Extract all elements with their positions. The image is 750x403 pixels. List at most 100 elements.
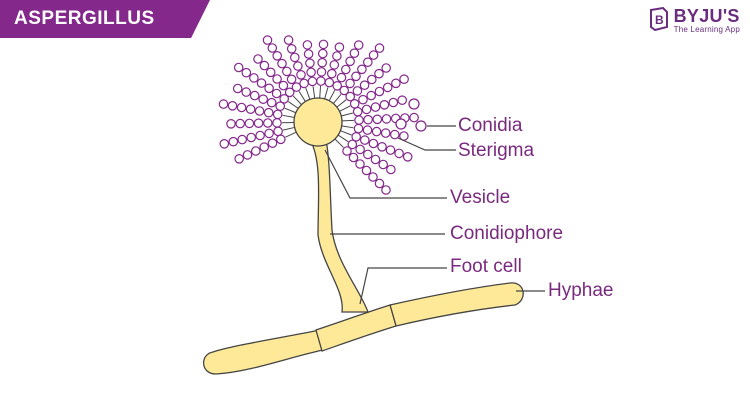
conidium [218,99,229,109]
conidium [391,78,401,89]
sterigma [341,125,354,129]
conidium [362,125,373,135]
sterigma [334,138,344,148]
conidium [242,150,253,160]
conidium [336,72,347,83]
sterigma [282,114,295,119]
conidium [254,106,265,116]
conidium [303,49,314,59]
conidium [351,132,361,142]
conidium [227,101,238,111]
conidium [272,74,282,84]
conidium [273,126,283,137]
conidium [249,90,260,101]
conidium [345,56,355,67]
conidium [244,118,255,129]
sterigma [288,101,299,109]
sterigma [337,134,349,143]
conidium [351,71,361,82]
conidium [357,64,367,75]
conidium [259,142,269,152]
conidium [388,97,399,108]
conidium [245,104,256,114]
conidium [394,148,404,159]
brand-logo: B BYJU'S The Learning App [649,7,740,35]
conidium [332,51,342,61]
conidium [358,94,368,105]
hyphae-body [202,282,524,375]
conidium [324,77,335,88]
conidium [339,85,349,96]
conidium [286,74,297,85]
conidium [368,172,378,182]
label-hyphae: Hyphae [548,280,614,301]
conidium [255,130,265,141]
conidium [253,118,264,128]
hypha-segment-right [389,282,524,327]
conidium [374,43,385,53]
conidium [235,118,245,129]
conidium [347,139,358,150]
conidium [258,94,268,104]
label-conidia: Conidia [458,115,523,136]
conidium [380,128,391,138]
conidia-chains [218,35,419,195]
conidium [370,102,381,112]
conidium [241,87,251,97]
conidium [349,48,360,58]
conidium [241,67,252,78]
sterigma [319,86,322,99]
conidium [397,95,407,105]
sterigma [285,131,297,138]
leader-line-sterigma [397,137,456,151]
conidium [317,57,327,68]
conidium [264,83,274,94]
conidium [251,146,261,156]
conidium [366,74,377,85]
conidium [366,90,376,101]
conidium [381,114,392,124]
conidium [299,78,309,89]
conidium [226,119,236,129]
conidium [236,102,247,113]
conidium [305,58,315,68]
page-title: ASPERGILLUS [14,8,155,29]
conidium [326,68,337,79]
sterigma [339,105,351,112]
conidium [399,74,409,84]
byjus-logo-icon: B [649,7,668,31]
conidium [296,70,306,80]
sterigma [282,126,295,131]
conidium [253,54,263,64]
conidium [381,63,391,73]
conidium [289,52,300,63]
conidium [382,82,393,93]
conidium [389,129,400,140]
conidium [246,132,256,143]
conidium [317,48,328,59]
conidium [374,86,385,97]
leader-lines [324,125,545,305]
conidium [267,43,278,53]
label-conidiophore: Conidiophore [450,223,564,244]
conidium [264,128,274,139]
label-sterigma: Sterigma [458,140,535,161]
sterigma [328,89,336,102]
conidium [272,118,282,128]
conidium [332,81,342,91]
conidium [316,76,326,86]
conidium [291,82,302,92]
conidium [293,61,303,71]
conidium [316,67,327,77]
conidiophore-stalk [308,139,369,313]
conidium [271,88,282,99]
conidium [262,35,273,45]
conidium [385,145,396,155]
conidium [409,112,419,123]
hypha-segment-left [202,329,324,375]
conidium [402,152,413,162]
conidium [263,107,274,118]
loose-conidium [408,98,420,110]
conidium [286,43,297,54]
